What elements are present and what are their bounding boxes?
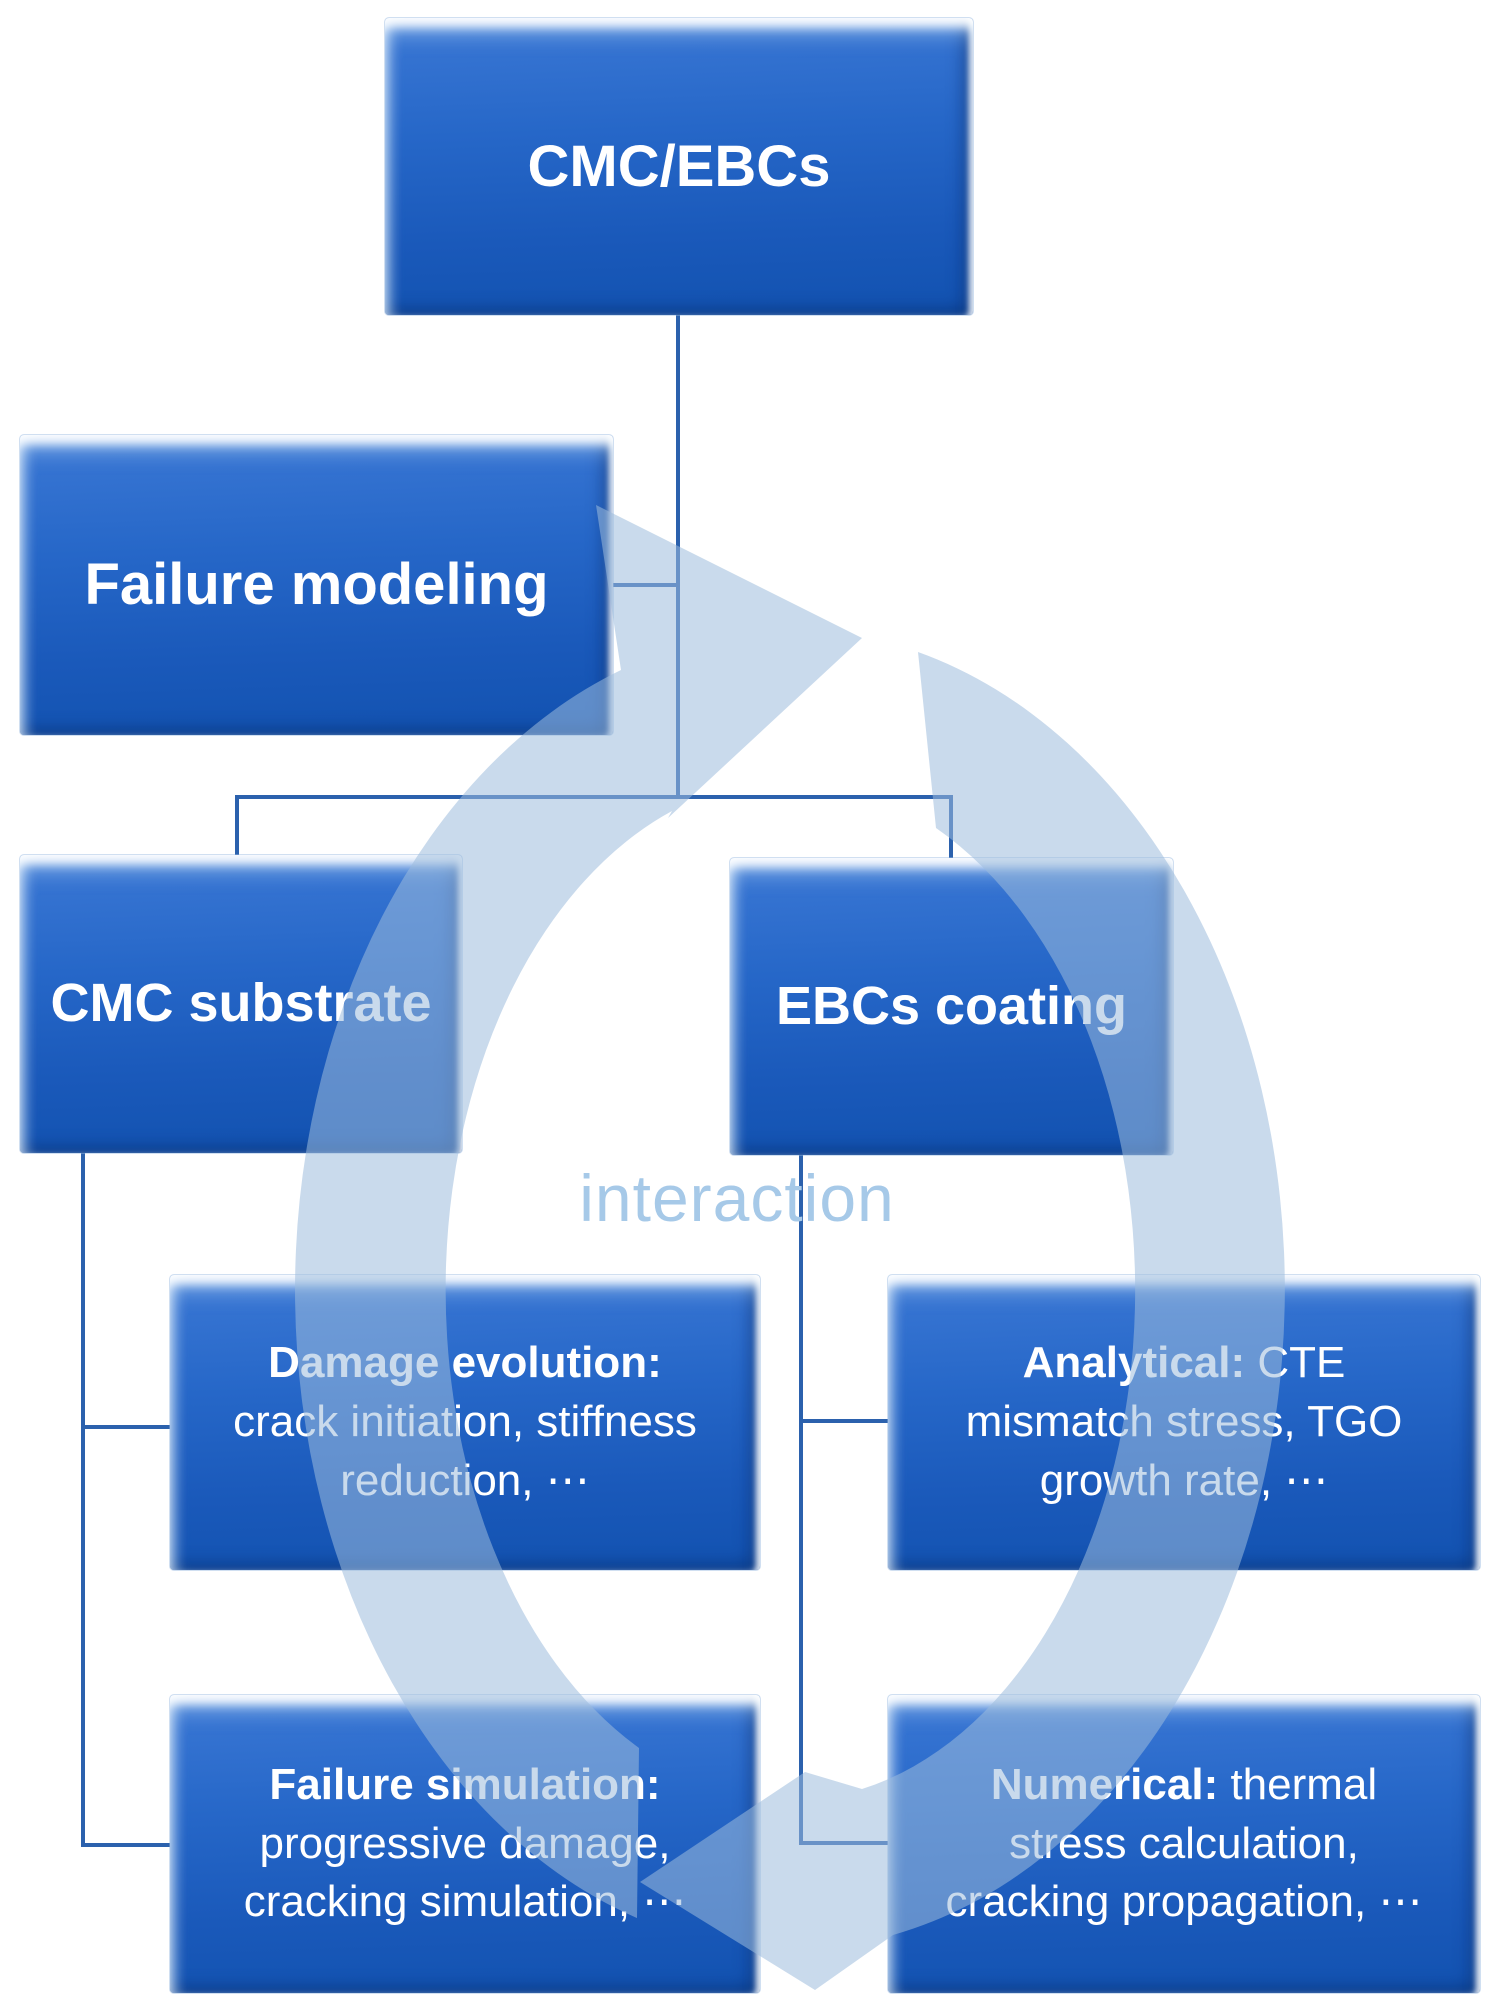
node-failure-modeling-label: Failure modeling <box>84 552 549 618</box>
node-ebcs-coating-label: EBCs coating <box>775 975 1128 1036</box>
connector-rail-left <box>81 1153 85 1847</box>
connector-stub-cmc-substrate <box>235 795 239 857</box>
connector-to-analytical <box>799 1419 888 1423</box>
node-damage-evolution: Damage evolution: crack initiation, stif… <box>170 1275 760 1570</box>
node-numerical-text: Numerical: thermal stress calculation, c… <box>945 1759 1423 1927</box>
node-analytical: Analytical: CTE mismatch stress, TGO gro… <box>888 1275 1480 1570</box>
node-failure-simulation: Failure simulation: progressive damage, … <box>170 1695 760 1993</box>
node-failure-modeling: Failure modeling <box>20 435 613 735</box>
node-cmc-ebcs-label: CMC/EBCs <box>527 133 831 199</box>
node-analytical-text: Analytical: CTE mismatch stress, TGO gro… <box>965 1338 1403 1505</box>
node-cmc-substrate-label: CMC substrate <box>50 973 432 1034</box>
interaction-label: interaction <box>579 1161 895 1235</box>
node-cmc-substrate: CMC substrate <box>20 855 462 1153</box>
connector-stub-ebcs-coating <box>949 795 953 860</box>
connector-failure-modeling <box>613 583 678 587</box>
connector-to-failure-simulation <box>81 1843 170 1847</box>
connector-root-to-branch <box>676 315 680 799</box>
connector-to-damage-evolution <box>81 1425 170 1429</box>
node-cmc-ebcs: CMC/EBCs <box>385 18 973 315</box>
connector-to-numerical <box>799 1841 888 1845</box>
connector-branch-horizontal <box>235 795 953 799</box>
node-damage-evolution-text: Damage evolution: crack initiation, stif… <box>233 1338 697 1505</box>
node-ebcs-coating: EBCs coating <box>730 858 1173 1155</box>
node-failure-simulation-text: Failure simulation: progressive damage, … <box>243 1759 687 1927</box>
node-numerical: Numerical: thermal stress calculation, c… <box>888 1695 1480 1993</box>
connector-rail-right <box>799 1155 803 1845</box>
